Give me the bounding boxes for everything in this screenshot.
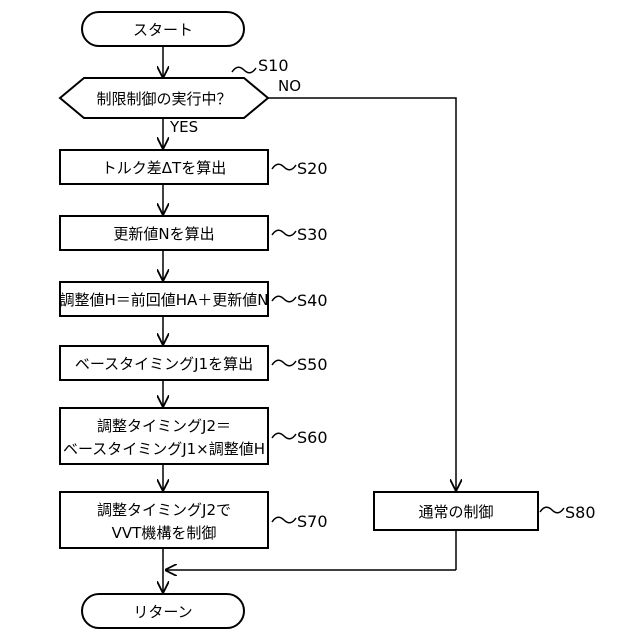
step-label-s50: S50	[297, 355, 328, 374]
process-text-line1: 調整タイミングJ2で	[97, 501, 231, 519]
step-leader	[272, 164, 296, 170]
process-text-line1: 調整タイミングJ2＝	[97, 417, 231, 435]
step-label-s40: S40	[297, 291, 328, 310]
process-text-line2: ベースタイミングJ1×調整値H	[63, 440, 265, 458]
end-terminal: リターン	[82, 594, 244, 628]
process-box-s70: 調整タイミングJ2で VVT機構を制御	[60, 492, 268, 548]
process-box-s80: 通常の制御	[374, 492, 538, 530]
process-text: トルク差ΔTを算出	[102, 159, 226, 177]
yes-label: YES	[169, 118, 198, 136]
process-box-s20: トルク差ΔTを算出	[60, 150, 268, 184]
decision-diamond: 制限制御の実行中？	[60, 78, 268, 118]
step-label-s20: S20	[297, 159, 328, 178]
decision-label: 制限制御の実行中？	[96, 90, 231, 108]
step-label-s60: S60	[297, 428, 328, 447]
process-box-s60: 調整タイミングJ2＝ ベースタイミングJ1×調整値H	[60, 408, 268, 464]
process-text: 調整値H＝前回値HA＋更新値N	[59, 291, 268, 309]
process-box-s50: ベースタイミングJ1を算出	[60, 346, 268, 380]
process-box-s30: 更新値Nを算出	[60, 216, 268, 250]
process-text-line2: VVT機構を制御	[112, 524, 217, 542]
process-text: 通常の制御	[418, 503, 493, 521]
step-leader	[232, 67, 256, 73]
end-label: リターン	[133, 603, 192, 621]
process-text: ベースタイミングJ1を算出	[75, 355, 253, 373]
step-leader	[272, 433, 296, 439]
step-label-s30: S30	[297, 225, 328, 244]
step-leader	[272, 230, 296, 236]
step-label-s80: S80	[565, 503, 596, 522]
process-box-s40: 調整値H＝前回値HA＋更新値N	[59, 282, 268, 316]
step-leader	[272, 360, 296, 366]
start-label: スタート	[133, 21, 193, 39]
start-terminal: スタート	[82, 12, 244, 46]
process-text: 更新値Nを算出	[113, 225, 214, 243]
step-leader	[540, 507, 564, 513]
step-label-s10: S10	[258, 56, 289, 75]
step-leader	[272, 517, 296, 523]
no-label: NO	[278, 77, 301, 95]
step-leader	[272, 296, 296, 302]
step-label-s70: S70	[297, 512, 328, 531]
